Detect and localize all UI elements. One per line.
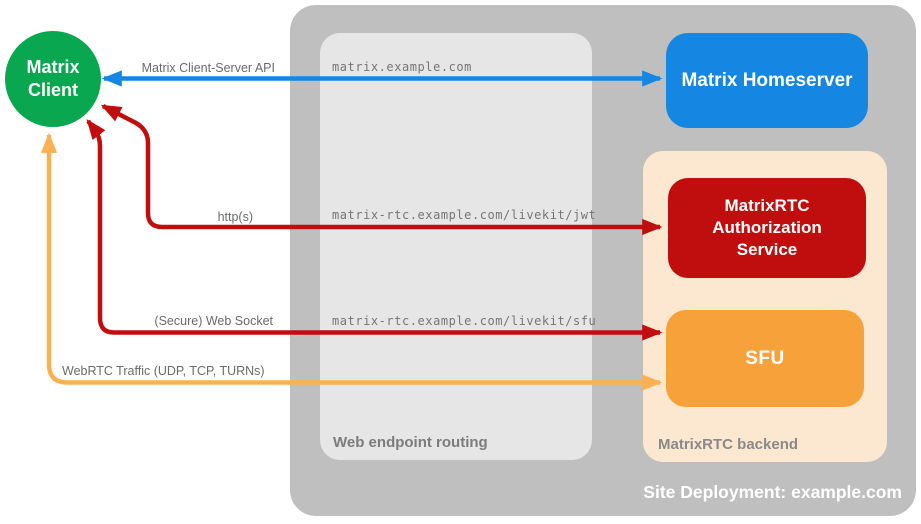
matrix-client-node: Matrix Client (5, 31, 101, 127)
host-matrix-example-com: matrix.example.com (332, 60, 472, 74)
sfu-label: SFU (745, 347, 785, 369)
websocket-arrow-label: (Secure) Web Socket (154, 314, 273, 328)
matrix-client-label: Matrix Client (26, 57, 80, 100)
web-endpoint-routing-label: Web endpoint routing (333, 434, 488, 451)
matrix-homeserver-label: Matrix Homeserver (681, 69, 853, 91)
sfu-node: SFU (666, 310, 864, 407)
webrtc-traffic-arrow-label: WebRTC Traffic (UDP, TCP, TURNs) (62, 364, 265, 378)
matrixrtc-authorization-service-label: MatrixRTC Authorization Service (712, 196, 822, 259)
https-arrow-label: http(s) (217, 210, 253, 224)
client-server-api-arrow-label: Matrix Client-Server API (141, 61, 275, 75)
matrixrtc-authorization-service-node: MatrixRTC Authorization Service (668, 178, 866, 278)
host-matrix-rtc-livekit-jwt: matrix-rtc.example.com/livekit/jwt (332, 208, 597, 222)
host-matrix-rtc-livekit-sfu: matrix-rtc.example.com/livekit/sfu (332, 314, 597, 328)
web-endpoint-routing-panel: Web endpoint routing (320, 33, 592, 460)
site-deployment-label: Site Deployment: example.com (643, 482, 902, 502)
matrixrtc-backend-label: MatrixRTC backend (658, 436, 799, 453)
matrix-homeserver-node: Matrix Homeserver (666, 33, 868, 128)
